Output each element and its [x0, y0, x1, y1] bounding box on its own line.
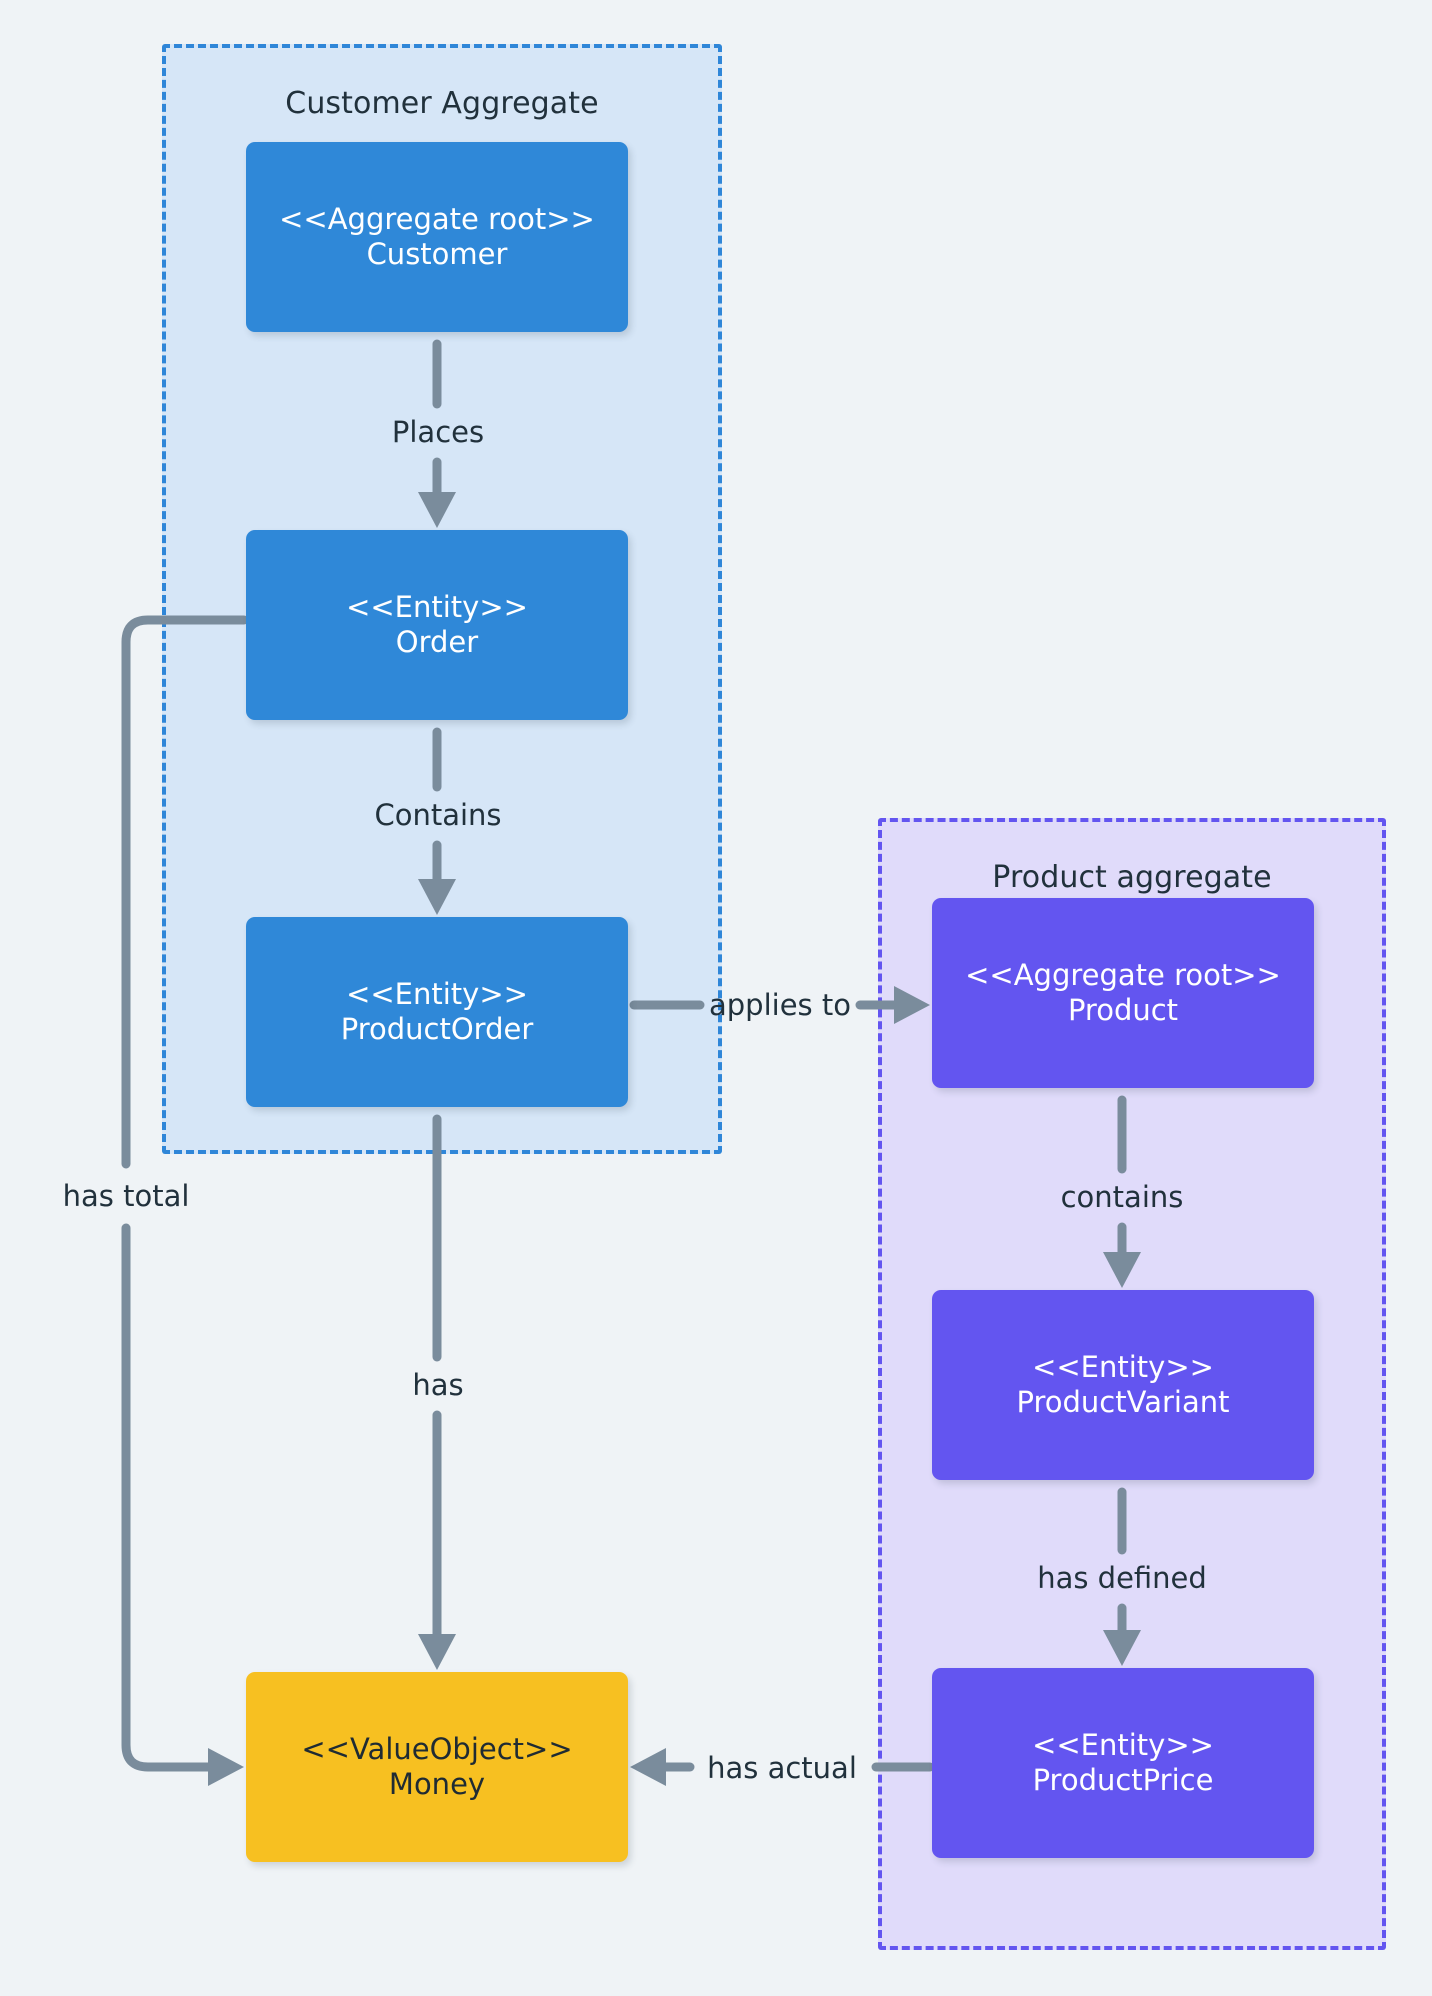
node-product-name: Product — [1067, 993, 1179, 1027]
node-customer-stereotype: <<Aggregate root>> — [279, 201, 595, 236]
node-productvariant[interactable]: <<Entity>> ProductVariant — [932, 1290, 1314, 1480]
node-productorder[interactable]: <<Entity>> ProductOrder — [246, 917, 628, 1107]
node-order-name: Order — [395, 625, 479, 659]
node-productprice[interactable]: <<Entity>> ProductPrice — [932, 1668, 1314, 1858]
node-productorder-stereotype: <<Entity>> — [346, 976, 528, 1011]
edge-label-contains: Contains — [374, 798, 502, 832]
aggregate-title-customer: Customer Aggregate — [285, 86, 599, 121]
edge-label-has-total: has total — [62, 1179, 190, 1213]
node-money-name: Money — [388, 1767, 486, 1801]
node-productprice-stereotype: <<Entity>> — [1032, 1727, 1214, 1762]
edge-label-has: has — [412, 1368, 464, 1402]
node-order[interactable]: <<Entity>> Order — [246, 530, 628, 720]
node-money-stereotype: <<ValueObject>> — [301, 1731, 573, 1766]
aggregate-title-product: Product aggregate — [992, 860, 1272, 895]
edge-label-contains-product: contains — [1060, 1180, 1184, 1214]
edge-label-places: Places — [391, 415, 485, 449]
node-customer-name: Customer — [366, 237, 508, 271]
node-money[interactable]: <<ValueObject>> Money — [246, 1672, 628, 1862]
node-product-stereotype: <<Aggregate root>> — [965, 957, 1281, 992]
node-productvariant-stereotype: <<Entity>> — [1032, 1349, 1214, 1384]
node-productprice-name: ProductPrice — [1032, 1763, 1214, 1797]
edge-label-applies-to: applies to — [709, 988, 851, 1022]
node-product[interactable]: <<Aggregate root>> Product — [932, 898, 1314, 1088]
edge-label-has-actual: has actual — [707, 1751, 857, 1785]
node-customer[interactable]: <<Aggregate root>> Customer — [246, 142, 628, 332]
node-productvariant-name: ProductVariant — [1016, 1385, 1230, 1419]
edge-label-has-defined: has defined — [1037, 1561, 1207, 1595]
node-productorder-name: ProductOrder — [340, 1012, 534, 1046]
node-order-stereotype: <<Entity>> — [346, 589, 528, 624]
